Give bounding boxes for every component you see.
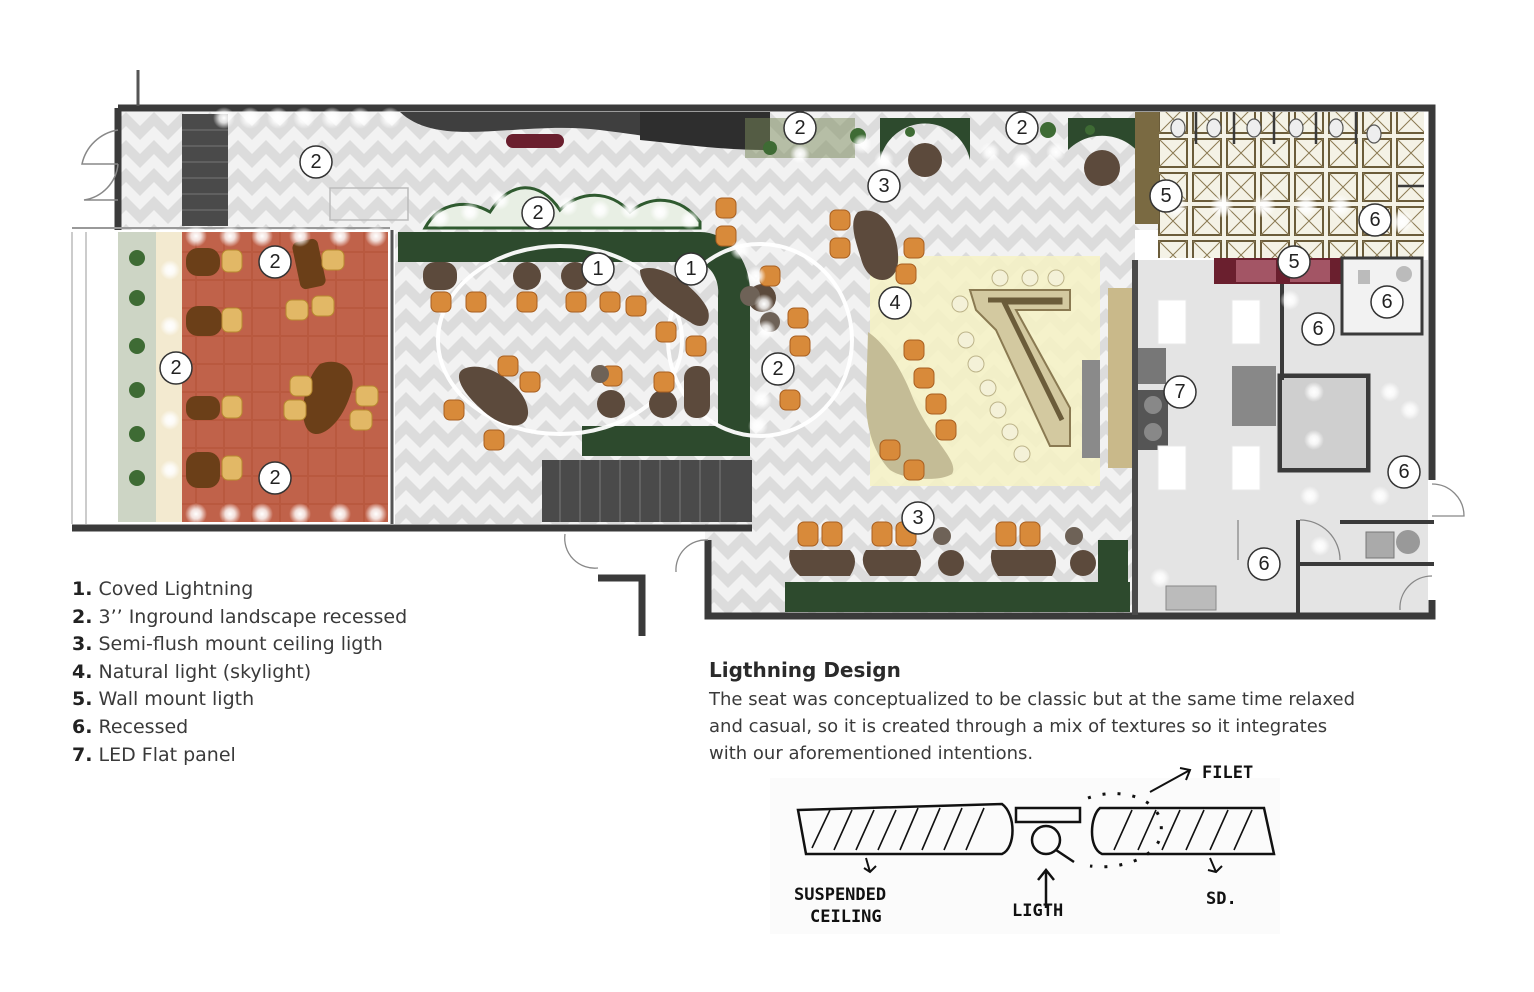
south-banquette — [785, 582, 1130, 612]
svg-text:2: 2 — [794, 117, 805, 139]
description-text: The seat was conceptualized to be classi… — [709, 689, 1356, 764]
svg-text:6: 6 — [1258, 553, 1269, 575]
main-stair — [542, 460, 752, 522]
marker-2b[interactable]: 2 — [521, 196, 555, 230]
legend-item-4: 4. Natural light (skylight) — [72, 660, 312, 683]
reception-desk — [329, 187, 409, 221]
svg-text:3: 3 — [912, 507, 923, 529]
marker-2e[interactable]: 2 — [258, 245, 292, 279]
south-wall-east — [704, 540, 1436, 620]
svg-text:2: 2 — [772, 358, 783, 380]
light-markers: 1 1 2 2 2 2 2 2 2 2 3 3 4 5 5 6 6 6 6 6 … — [159, 111, 1421, 581]
marker-6a[interactable]: 6 — [1358, 203, 1392, 237]
svg-text:5: 5 — [1288, 251, 1299, 273]
marker-2g[interactable]: 2 — [258, 461, 292, 495]
marker-3b[interactable]: 3 — [901, 501, 935, 535]
stair-wall — [598, 574, 646, 636]
entrance-stair — [182, 114, 228, 226]
svg-text:1: 1 — [592, 258, 603, 280]
marker-6b[interactable]: 6 — [1370, 285, 1404, 319]
ceiling-detail-sketch: FILET SUSPENDED CEILING LIGTH SD. — [770, 763, 1280, 934]
marker-3a[interactable]: 3 — [867, 169, 901, 203]
description-title: Ligthning Design — [709, 658, 901, 682]
svg-text:6: 6 — [1398, 461, 1409, 483]
svg-text:2: 2 — [269, 467, 280, 489]
svg-text:2: 2 — [170, 357, 181, 379]
description-block: Ligthning Design The seat was conceptual… — [709, 658, 1369, 767]
label-ligth: LIGTH — [1012, 901, 1063, 921]
marker-5b[interactable]: 5 — [1277, 245, 1311, 279]
marker-1a[interactable]: 1 — [581, 252, 615, 286]
svg-text:2: 2 — [310, 151, 321, 173]
bar-stools — [951, 269, 1065, 463]
terrace-tables — [186, 238, 353, 488]
legend-item-5: 5. Wall mount ligth — [72, 688, 255, 711]
marker-6d[interactable]: 6 — [1387, 455, 1421, 489]
svg-text:4: 4 — [889, 292, 900, 314]
curved-panel — [640, 112, 770, 150]
label-suspended: SUSPENDED — [794, 885, 886, 905]
svg-text:6: 6 — [1312, 318, 1323, 340]
marker-1b[interactable]: 1 — [674, 252, 708, 286]
marker-6c[interactable]: 6 — [1301, 312, 1335, 346]
marker-2f[interactable]: 2 — [159, 351, 193, 385]
walls — [72, 104, 1436, 636]
toilets — [1170, 118, 1382, 144]
lighting-legend: 1. Coved Lightning 2. 3’’ Inground lands… — [72, 576, 407, 769]
marker-2c[interactable]: 2 — [783, 111, 817, 145]
legend-item-2: 2. 3’’ Inground landscape recessed — [72, 605, 408, 628]
svg-text:2: 2 — [1016, 117, 1027, 139]
label-ceiling: CEILING — [810, 907, 882, 927]
terrace-chairs — [221, 249, 379, 481]
marker-4[interactable]: 4 — [878, 286, 912, 320]
wine-bench — [506, 134, 564, 148]
kitchen — [1108, 256, 1434, 616]
north-wall — [118, 104, 1436, 480]
restroom-partitions — [1194, 112, 1424, 188]
south-banquette-side — [1098, 540, 1128, 612]
marker-2d[interactable]: 2 — [1005, 111, 1039, 145]
floor-plan: 1 1 2 2 2 2 2 2 2 2 3 3 4 5 5 6 6 6 6 6 … — [71, 70, 1465, 636]
svg-text:7: 7 — [1174, 381, 1185, 403]
marker-2h[interactable]: 2 — [761, 352, 795, 386]
legend-item-7: 7. LED Flat panel — [72, 743, 236, 766]
svg-text:6: 6 — [1381, 291, 1392, 313]
marker-5a[interactable]: 5 — [1149, 179, 1183, 213]
label-sd: SD. — [1206, 889, 1237, 909]
svg-text:6: 6 — [1369, 209, 1380, 231]
chairs — [430, 197, 1041, 547]
svg-text:2: 2 — [532, 202, 543, 224]
marker-6e[interactable]: 6 — [1247, 547, 1281, 581]
svg-text:5: 5 — [1160, 185, 1171, 207]
entrance-doors — [71, 129, 119, 524]
svg-text:3: 3 — [878, 175, 889, 197]
marker-2a[interactable]: 2 — [299, 145, 333, 179]
label-filet: FILET — [1202, 763, 1253, 783]
legend-item-6: 6. Recessed — [72, 715, 189, 738]
marker-7[interactable]: 7 — [1163, 375, 1197, 409]
recessed-light-glows — [160, 107, 1420, 588]
svg-text:1: 1 — [685, 258, 696, 280]
kitchen-doors — [564, 483, 1465, 611]
led-flat-panels — [1157, 299, 1261, 491]
legend-item-3: 3. Semi-flush mount ceiling ligth — [72, 633, 383, 656]
legend-item-1: 1. Coved Lightning — [72, 578, 254, 600]
svg-text:2: 2 — [269, 251, 280, 273]
